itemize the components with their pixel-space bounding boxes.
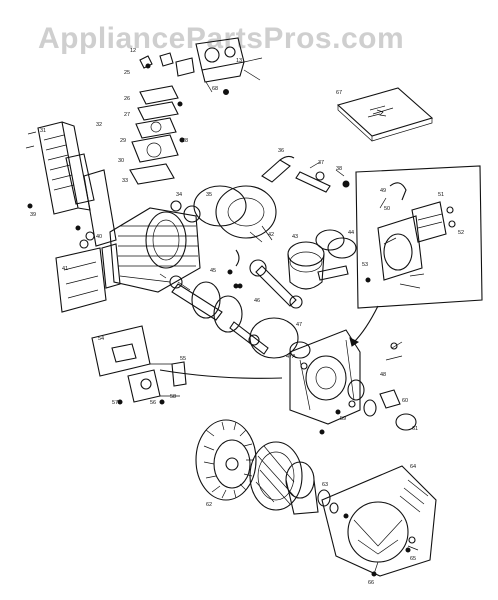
callout-label: 26: [124, 96, 130, 102]
callout-label: 33: [122, 178, 128, 184]
callout-label: 61: [412, 426, 418, 432]
callout-label: 46: [254, 298, 260, 304]
callout-label: 67: [336, 90, 342, 96]
callout-label: 38: [336, 166, 342, 172]
callout-label: 34: [176, 192, 182, 198]
arrowhead-icon: [349, 337, 359, 347]
crankcase-gaskets: [170, 185, 277, 239]
callout-label: 39: [30, 212, 36, 218]
callout-label: 65: [410, 556, 416, 562]
callout-label: 55: [180, 356, 186, 362]
fuel-line: [159, 369, 283, 379]
callout-label: 51: [438, 192, 444, 198]
callout-label: 56: [150, 400, 156, 406]
starter-pulley: [249, 441, 303, 511]
callout-label: 42: [268, 232, 274, 238]
callout-label: 29: [120, 138, 126, 144]
ignition-detail-box: [355, 165, 483, 309]
crankcase-half: [289, 329, 361, 425]
callout-label: 35: [206, 192, 212, 198]
callout-label: 47: [296, 322, 302, 328]
starter-housing: [321, 465, 437, 577]
callout-label: 66: [368, 580, 374, 586]
callout-label: 58: [170, 394, 176, 400]
callout-label: 30: [118, 158, 124, 164]
callout-label: 62: [206, 502, 212, 508]
manual-booklet: [336, 87, 434, 142]
callout-label: 57: [112, 400, 118, 406]
callout-label: 36: [278, 148, 284, 154]
clutch-drum: [285, 461, 349, 519]
callout-label: 44: [348, 230, 354, 236]
callout-label: 40: [96, 234, 102, 240]
callout-label: 25: [124, 70, 130, 76]
callout-label: 64: [410, 464, 416, 470]
detail-pointer-arrow: [353, 305, 379, 343]
switch-detail: [91, 325, 187, 405]
flywheel: [195, 419, 257, 501]
callout-label: 45: [210, 268, 216, 274]
callout-label: 27: [124, 112, 130, 118]
callout-label: 47A: [286, 354, 296, 360]
callout-label: 60: [402, 398, 408, 404]
callout-label: 32: [96, 122, 102, 128]
callout-label: 43: [292, 234, 298, 240]
carburetor-assembly: [139, 37, 263, 95]
crankcase-seal: [227, 269, 311, 359]
callout-label: 28: [182, 138, 188, 144]
callout-label: 48: [380, 372, 386, 378]
callout-label: 12: [130, 48, 136, 54]
callout-label: 52: [458, 230, 464, 236]
watermark: AppliancePartsPros.com: [38, 22, 404, 55]
callout-label: 13: [236, 58, 242, 64]
intake-gasket-stack: [129, 85, 185, 185]
callout-label: 31: [40, 128, 46, 134]
fuel-line-primer: [261, 155, 350, 193]
callout-label: 53: [362, 262, 368, 268]
muffler-assembly: [25, 121, 117, 249]
callout-label: 50: [384, 206, 390, 212]
clutch-small-parts: [319, 341, 417, 435]
callout-label: 49: [380, 188, 386, 194]
callout-label: 41: [62, 266, 68, 272]
callout-label: 37: [318, 160, 324, 166]
piston-assembly: [235, 225, 357, 309]
callout-label: 68: [212, 86, 218, 92]
cylinder: [55, 207, 201, 313]
callout-label: 59: [340, 416, 346, 422]
callout-label: 54: [98, 336, 104, 342]
crankshaft: [159, 273, 269, 355]
callout-label: 63: [322, 482, 328, 488]
callout-labels: 12 13 25 26 27 28 29 30 31 32 33 34 35 3…: [30, 48, 464, 586]
